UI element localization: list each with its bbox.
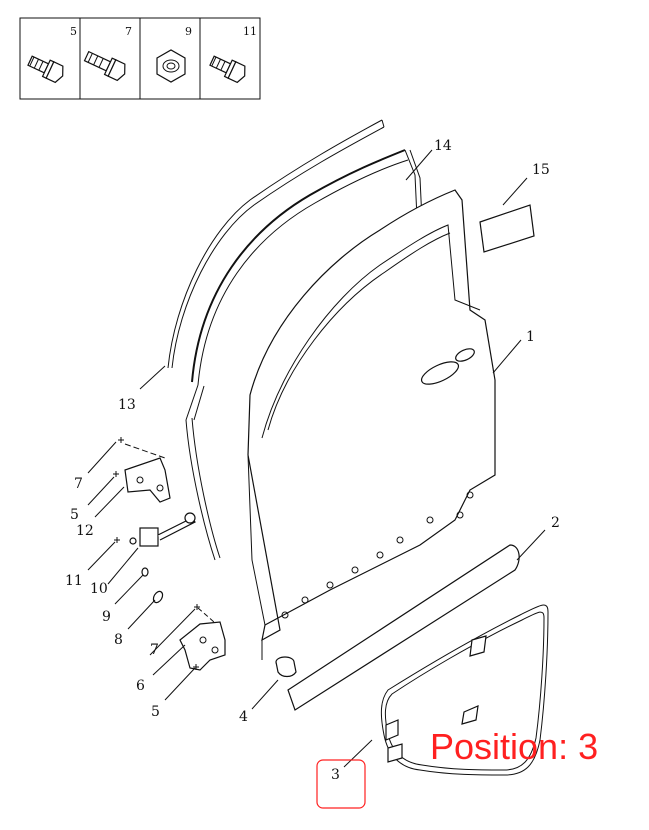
callout-14: 14 [434,138,452,154]
bolt-icon [27,55,64,84]
callout-3: 3 [331,767,340,783]
fastener-table: 5 7 9 11 [19,17,261,100]
pin-8 [152,590,164,604]
highlight-box [316,759,366,809]
lower-moulding-2 [287,544,520,711]
door-panel-1 [247,189,496,660]
header-num-7: 7 [125,25,132,38]
callout-10: 10 [90,581,108,597]
callout-13: 13 [118,397,136,413]
weatherstrip-13 [167,119,385,369]
callout-5a: 5 [70,507,79,523]
leader-lines [87,149,546,768]
callout-7b: 7 [150,642,159,658]
callout-4: 4 [239,709,248,725]
callout-15: 15 [532,162,550,178]
callout-2: 2 [551,515,560,531]
bolt-icon [209,55,246,84]
trim-piece-15 [479,204,535,253]
door-check-10 [129,512,196,547]
header-num-11: 11 [243,25,257,38]
callout-1: 1 [526,329,535,345]
position-label: Position: 3 [430,726,598,767]
callout-8: 8 [114,632,123,648]
bumper-4 [275,656,297,678]
bolt-long-icon [83,50,126,82]
callout-12: 12 [76,523,94,539]
lower-hinge-6 [179,607,226,671]
washer-9 [141,567,149,577]
door-weatherstrip-3 [380,604,549,776]
upper-hinge-12 [124,443,171,503]
bolt-marks [113,437,200,670]
callout-7a: 7 [74,476,83,492]
nut-icon [156,49,186,83]
callout-5b: 5 [151,704,160,720]
header-num-9: 9 [185,25,192,38]
door-seal-14 [185,149,431,561]
callouts: 13 14 15 1 2 7 5 12 11 10 9 8 7 6 5 4 3 [65,138,560,783]
header-num-5: 5 [70,25,77,38]
callout-11: 11 [65,573,83,589]
callout-6: 6 [136,678,145,694]
callout-9: 9 [102,609,111,625]
